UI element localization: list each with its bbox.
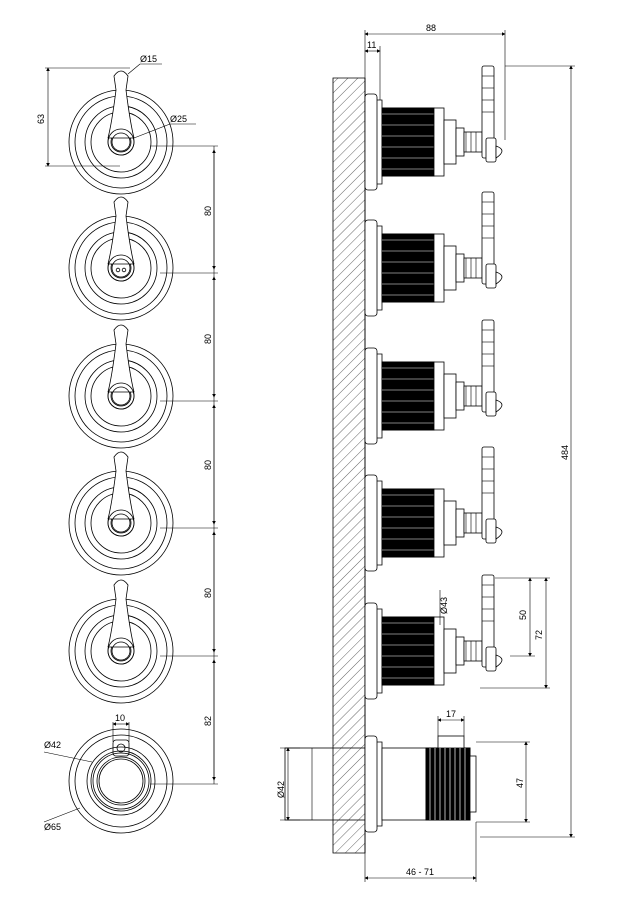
spacing-2-label: 80 <box>203 334 213 344</box>
diverter-rosette <box>68 728 174 834</box>
cap-diameter-label: Ø43 <box>439 597 449 614</box>
side-valve <box>364 446 503 572</box>
side-valve <box>364 65 503 191</box>
front-lever-knob <box>68 324 174 449</box>
body-diameter-label: Ø42 <box>276 781 286 798</box>
bottom-offset-label: 82 <box>203 716 213 726</box>
side-view: 88 11 484 50 72 Ø43 17 47 Ø42 <box>276 23 575 882</box>
sleeve-height-label: 47 <box>515 778 525 788</box>
wall-section <box>332 77 366 854</box>
side-valve <box>364 191 503 317</box>
front-lever-knob <box>68 70 174 195</box>
sleeve-width-label: 17 <box>446 709 456 719</box>
front-lever-knob <box>68 451 174 576</box>
total-height-label: 484 <box>560 445 570 460</box>
total-depth-label: 88 <box>426 23 436 33</box>
spacing-1-label: 80 <box>203 206 213 216</box>
front-lever-knob <box>68 579 174 704</box>
handle-tip-diameter-label: Ø15 <box>140 54 157 64</box>
side-valve <box>364 574 503 700</box>
knob-diameter-label: Ø25 <box>170 114 187 124</box>
rosette-diameter-label: Ø65 <box>44 822 61 832</box>
side-valve <box>364 319 503 445</box>
handle-height-label: 63 <box>36 114 46 124</box>
spacing-4-label: 80 <box>203 588 213 598</box>
install-depth-label: 46 - 71 <box>406 867 434 877</box>
wall-offset-label: 11 <box>367 40 376 50</box>
front-view: 63 Ø15 Ø25 80 80 80 80 82 10 Ø42 <box>36 54 218 834</box>
spacing-3-label: 80 <box>203 460 213 470</box>
side-diverter <box>284 735 477 833</box>
front-lever-knob <box>68 196 174 321</box>
diverter-width-label: 10 <box>115 713 125 723</box>
lever-span-label: 72 <box>534 630 544 640</box>
inner-diameter-label: Ø42 <box>44 740 61 750</box>
lever-height-label: 50 <box>518 610 528 620</box>
